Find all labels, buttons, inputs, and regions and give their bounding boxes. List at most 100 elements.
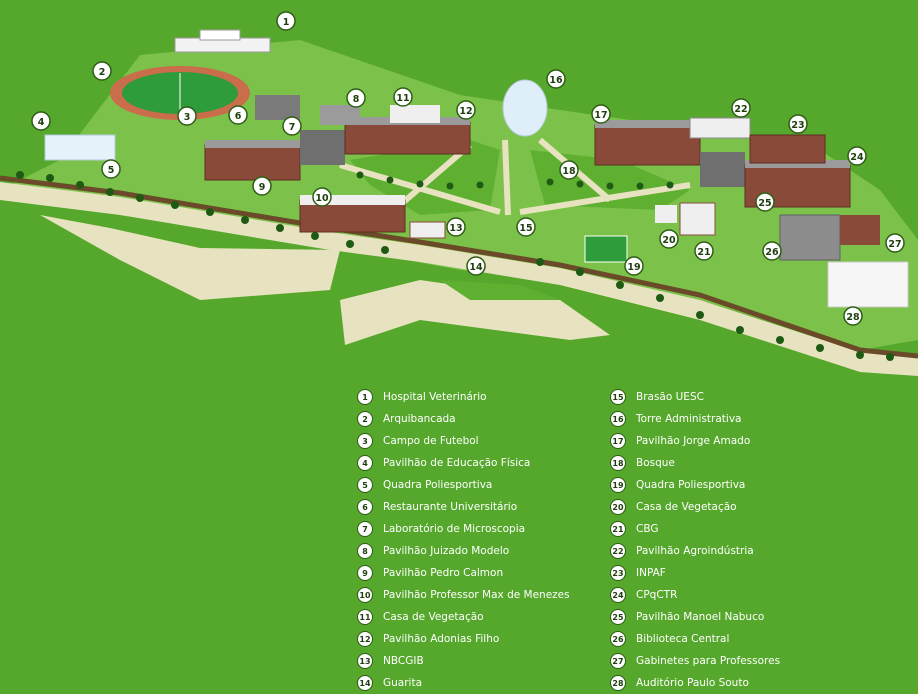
legend-number: 9 bbox=[357, 565, 373, 581]
legend-item-12[interactable]: 12 Pavilhão Adonias Filho bbox=[357, 628, 597, 650]
legend-number: 19 bbox=[610, 477, 626, 493]
sports-court-east bbox=[584, 235, 628, 263]
marker-6[interactable]: 6 bbox=[228, 105, 248, 125]
marker-20[interactable]: 20 bbox=[659, 229, 679, 249]
legend-item-8[interactable]: 8 Pavilhão Juizado Modelo bbox=[357, 540, 597, 562]
legend-label: Brasão UESC bbox=[636, 391, 704, 403]
legend-number: 27 bbox=[610, 653, 626, 669]
marker-2[interactable]: 2 bbox=[92, 61, 112, 81]
legend-number: 15 bbox=[610, 389, 626, 405]
legend-number: 24 bbox=[610, 587, 626, 603]
central-lawn-west bbox=[350, 140, 500, 215]
svg-text:18: 18 bbox=[562, 166, 576, 177]
legend-number: 3 bbox=[357, 433, 373, 449]
legend-number: 12 bbox=[357, 631, 373, 647]
marker-13[interactable]: 13 bbox=[446, 217, 466, 237]
legend-number: 20 bbox=[610, 499, 626, 515]
marker-21[interactable]: 21 bbox=[694, 241, 714, 261]
marker-25[interactable]: 25 bbox=[755, 192, 775, 212]
marker-28[interactable]: 28 bbox=[843, 306, 863, 326]
marker-1[interactable]: 1 bbox=[276, 11, 296, 31]
marker-9[interactable]: 9 bbox=[252, 176, 272, 196]
legend-number: 16 bbox=[610, 411, 626, 427]
legend-label: Biblioteca Central bbox=[636, 633, 730, 645]
legend-label: Pavilhão Adonias Filho bbox=[383, 633, 500, 645]
svg-text:8: 8 bbox=[353, 94, 360, 105]
campus-map: 1 2 3 4 5 6 7 8 9 10 11 12 13 14 15 16 1… bbox=[0, 11, 918, 376]
legend-number: 2 bbox=[357, 411, 373, 427]
marker-10[interactable]: 10 bbox=[312, 187, 332, 207]
legend-item-14[interactable]: 14 Guarita bbox=[357, 672, 597, 694]
legend-item-15[interactable]: 15 Brasão UESC bbox=[610, 386, 850, 408]
legend-label: Pavilhão Professor Max de Menezes bbox=[383, 589, 570, 601]
legend-label: Pavilhão Agroindústria bbox=[636, 545, 754, 557]
legend-label: Bosque bbox=[636, 457, 675, 469]
marker-4[interactable]: 4 bbox=[31, 111, 51, 131]
marker-22[interactable]: 22 bbox=[731, 98, 751, 118]
marker-24[interactable]: 24 bbox=[847, 146, 867, 166]
legend-label: Casa de Vegetação bbox=[636, 501, 737, 513]
lawn-south-oval bbox=[440, 280, 560, 300]
marker-3[interactable]: 3 bbox=[177, 106, 197, 126]
legend-label: Guarita bbox=[383, 677, 423, 689]
marker-12[interactable]: 12 bbox=[456, 100, 476, 120]
legend-number: 5 bbox=[357, 477, 373, 493]
legend-number: 1 bbox=[357, 389, 373, 405]
perimeter-hedge bbox=[0, 175, 918, 359]
marker-23[interactable]: 23 bbox=[788, 114, 808, 134]
legend-number: 14 bbox=[357, 675, 373, 691]
marker-15[interactable]: 15 bbox=[516, 217, 536, 237]
legend-label: Laboratório de Microscopia bbox=[383, 523, 526, 535]
marker-17[interactable]: 17 bbox=[591, 104, 611, 124]
marker-14[interactable]: 14 bbox=[466, 256, 486, 276]
legend-label: Pavilhão Manoel Nabuco bbox=[636, 611, 765, 623]
legend-number: 6 bbox=[357, 499, 373, 515]
marker-27[interactable]: 27 bbox=[885, 233, 905, 253]
svg-text:25: 25 bbox=[758, 198, 771, 209]
marker-8[interactable]: 8 bbox=[346, 88, 366, 108]
svg-text:3: 3 bbox=[184, 112, 191, 123]
legend-item-20[interactable]: 20 Casa de Vegetação bbox=[610, 496, 850, 518]
legend-number: 8 bbox=[357, 543, 373, 559]
road-branch-west bbox=[40, 215, 340, 300]
buildings bbox=[44, 29, 909, 308]
marker-26[interactable]: 26 bbox=[762, 241, 782, 261]
svg-text:9: 9 bbox=[259, 182, 266, 193]
legend-label: Pavilhão Juizado Modelo bbox=[383, 545, 510, 557]
main-road bbox=[0, 182, 918, 376]
svg-text:14: 14 bbox=[469, 262, 483, 273]
marker-18[interactable]: 18 bbox=[559, 160, 579, 180]
marker-16[interactable]: 16 bbox=[546, 69, 566, 89]
marker-7[interactable]: 7 bbox=[282, 116, 302, 136]
marker-11[interactable]: 11 bbox=[393, 87, 413, 107]
legend-number: 4 bbox=[357, 455, 373, 471]
marker-19[interactable]: 19 bbox=[624, 256, 644, 276]
svg-text:7: 7 bbox=[289, 122, 296, 133]
marker-5[interactable]: 5 bbox=[101, 159, 121, 179]
